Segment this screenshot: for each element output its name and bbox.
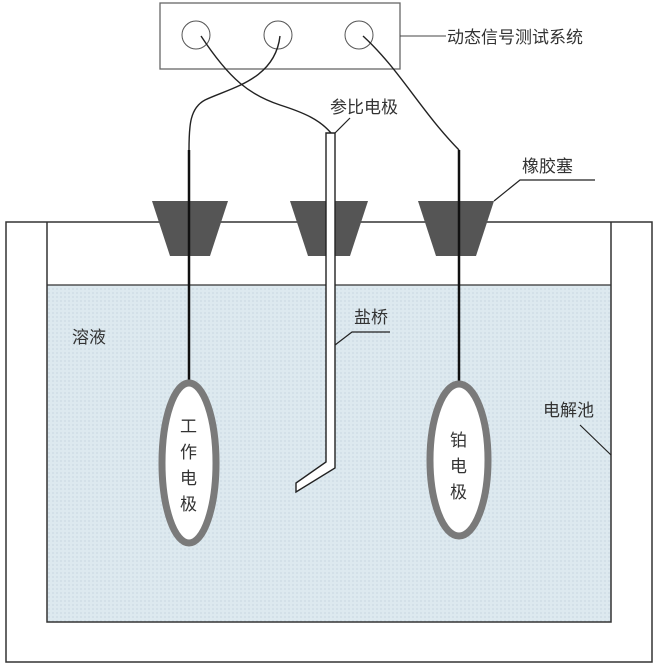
salt-bridge-label: 盐桥 xyxy=(354,308,388,328)
signal-test-system xyxy=(159,2,446,70)
reference-electrode-label: 参比电极 xyxy=(330,98,398,118)
working-electrode xyxy=(158,379,220,547)
svg-text:工: 工 xyxy=(180,417,197,437)
wires xyxy=(188,35,460,151)
terminal-1 xyxy=(181,20,211,50)
svg-text:极: 极 xyxy=(450,483,467,503)
rubber-stopper-label: 橡胶塞 xyxy=(522,157,573,177)
cell-label: 电解池 xyxy=(543,401,594,421)
leader-lines xyxy=(334,117,612,456)
solution-label: 溶液 xyxy=(72,328,106,348)
svg-text:极: 极 xyxy=(180,495,197,515)
terminal-3 xyxy=(344,20,374,50)
working-electrode-label: 工 作 电 极 xyxy=(180,417,197,515)
platinum-electrode-label: 铂 电 极 xyxy=(450,431,467,503)
terminal-2 xyxy=(263,20,293,50)
svg-text:电: 电 xyxy=(450,457,467,477)
svg-text:电: 电 xyxy=(180,469,197,489)
svg-text:作: 作 xyxy=(180,443,197,463)
system-label: 动态信号测试系统 xyxy=(447,28,583,48)
svg-text:铂: 铂 xyxy=(450,431,467,451)
platinum-electrode xyxy=(426,380,492,540)
rubber-stoppers xyxy=(152,201,494,256)
